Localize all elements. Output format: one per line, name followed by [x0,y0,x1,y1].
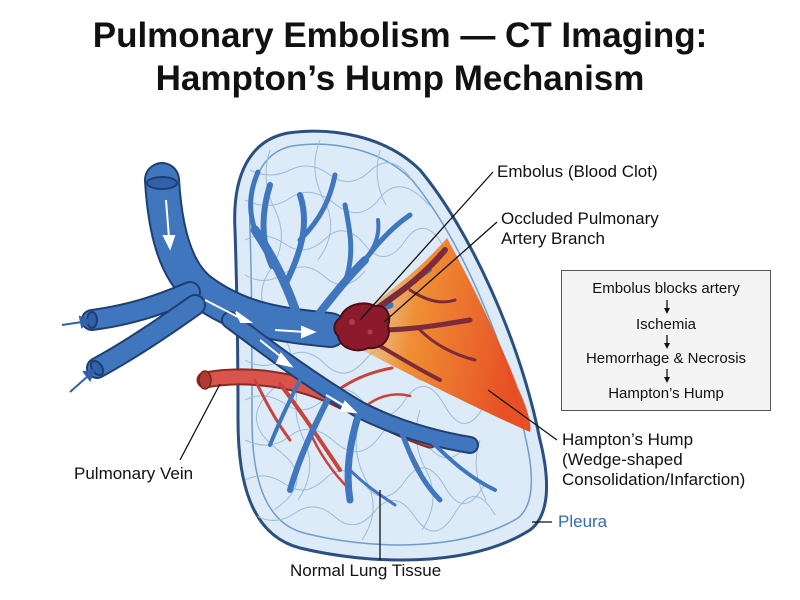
flow-arrow-down-icon [664,335,670,349]
infarct-wedge [342,238,531,432]
leader-lines [179,171,558,560]
flow-step-3: Hemorrhage & Necrosis [585,350,747,367]
embolus-clot [333,302,391,352]
label-hamptons-line-1: Hampton’s Hump [562,430,694,449]
label-hamptons-line-2: (Wedge-shaped [562,450,683,469]
flow-arrow-down-icon [664,369,670,383]
label-occluded-artery: Occluded Pulmonary Artery Branch [501,209,659,249]
clot-highlight [349,319,355,325]
label-hamptons-hump: Hampton’s Hump (Wedge-shaped Consolidati… [562,430,745,490]
label-hamptons-line-3: Consolidation/Infarction) [562,470,746,489]
title-line-2: Hampton’s Hump Mechanism [155,59,645,98]
flow-step-4: Hampton’s Hump [608,385,724,402]
label-occluded-line-1: Occluded Pulmonary [501,209,659,228]
flow-step-2: Ischemia [635,316,697,333]
label-normal-tissue: Normal Lung Tissue [290,561,442,580]
flow-arrows [162,199,358,414]
vein-opening [198,370,212,390]
clot-highlight [367,329,373,335]
pleura-inner-line [249,143,532,546]
label-pleura: Pleura [558,512,608,531]
trunk-opening [146,176,178,190]
page-title: Pulmonary Embolism — CT Imaging: Hampton… [0,14,800,100]
label-pulmonary-vein: Pulmonary Vein [74,464,194,483]
flow-step-1: Embolus blocks artery [592,280,740,297]
flow-arrow-down-icon [664,300,670,314]
label-embolus: Embolus (Blood Clot) [497,162,658,181]
mechanism-flowchart: Embolus blocks artery Ischemia Hemorrhag… [561,270,771,411]
inflow-arrows [61,315,96,393]
label-occluded-line-2: Artery Branch [501,229,605,248]
title-line-1: Pulmonary Embolism — CT Imaging: [92,16,708,55]
